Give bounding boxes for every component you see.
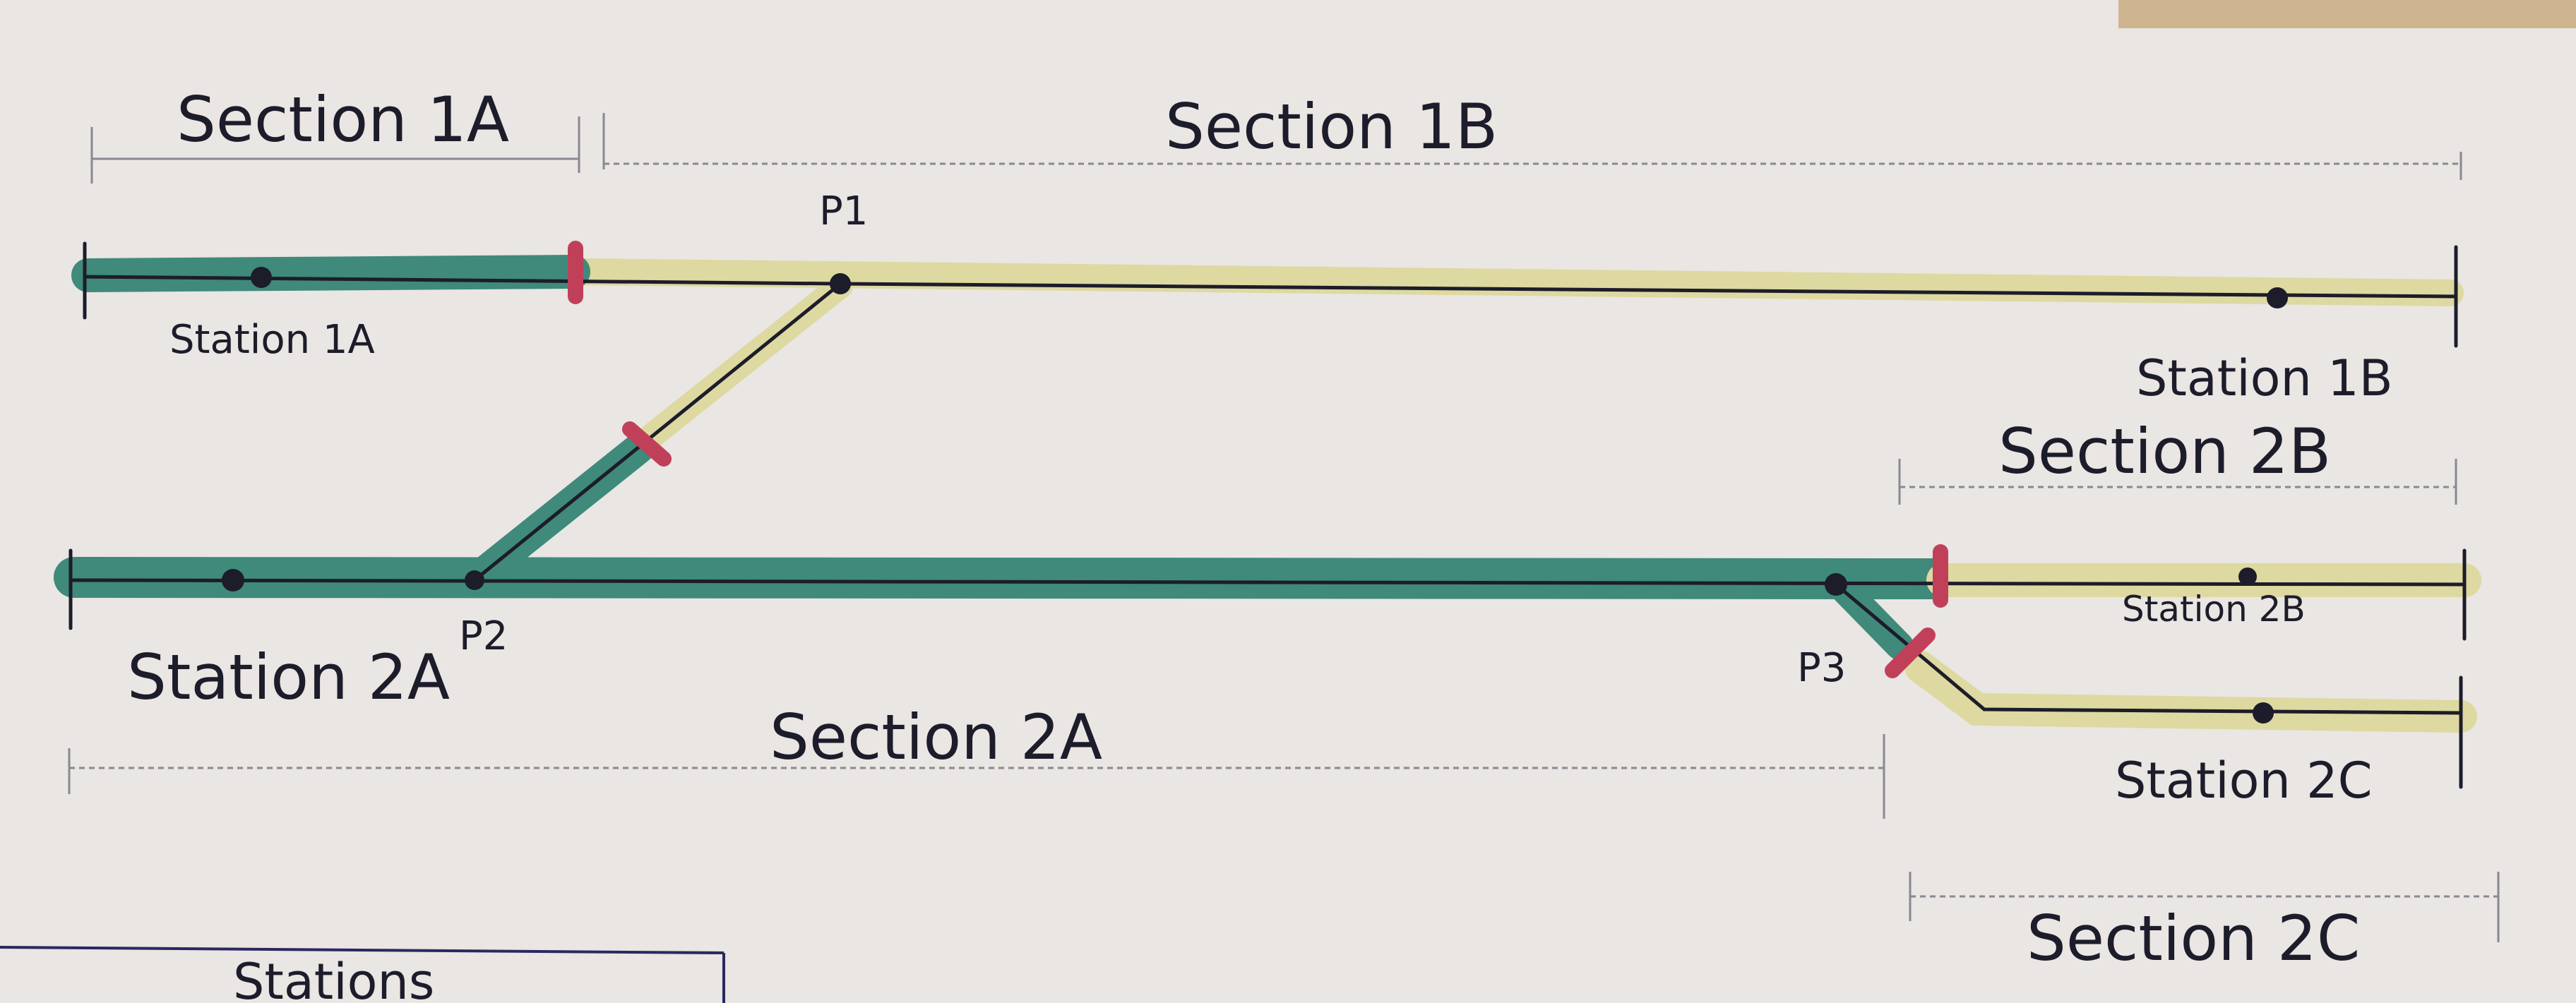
section-2a-span — [68, 734, 1885, 819]
section-2a-label: Section 2A — [770, 701, 1102, 774]
separator-2a-2c — [1885, 627, 1936, 678]
station-2c-dot — [2253, 702, 2274, 723]
point-p1-dot — [830, 273, 851, 294]
station-2a-label: Station 2A — [127, 641, 450, 714]
station-1a-dot — [251, 267, 272, 288]
section-1a-band — [71, 255, 590, 292]
separator-p1-p2 — [622, 421, 672, 467]
section-1a-span — [90, 116, 580, 184]
station-2c-label: Station 2C — [2115, 752, 2373, 810]
station-2b-label: Station 2B — [2122, 589, 2306, 630]
section-2b-label: Section 2B — [1998, 415, 2331, 488]
station-1b-dot — [2267, 287, 2288, 308]
section-2c-span — [1909, 872, 2500, 942]
paper-edge — [2118, 0, 2576, 28]
section-2b-span — [1898, 459, 2457, 505]
legend-title: Stations — [233, 953, 434, 1003]
station-1a-label: Station 1A — [169, 317, 375, 363]
section-1b-span — [602, 113, 2462, 180]
track-p3-2c — [1834, 582, 2463, 715]
track-p1-p2 — [472, 282, 842, 582]
station-2b-dot — [2238, 567, 2257, 586]
point-p2-label: P2 — [459, 613, 508, 659]
section-1b-label: Section 1B — [1165, 90, 1498, 163]
point-p3-label: P3 — [1797, 645, 1846, 691]
station-2a-dot — [222, 569, 244, 591]
point-p2-dot — [465, 570, 484, 590]
point-p1-label: P1 — [819, 188, 868, 234]
section-1b-band — [566, 258, 2464, 306]
station-1b-label: Station 1B — [2136, 349, 2393, 407]
stations-legend: Stations — [0, 946, 725, 1003]
point-p3-dot — [1825, 573, 1847, 596]
section-2c-label: Section 2C — [2027, 902, 2360, 975]
section-1a-label: Section 1A — [177, 83, 509, 156]
section-2c-band — [1904, 651, 2477, 733]
section-2a-band — [54, 557, 1954, 599]
